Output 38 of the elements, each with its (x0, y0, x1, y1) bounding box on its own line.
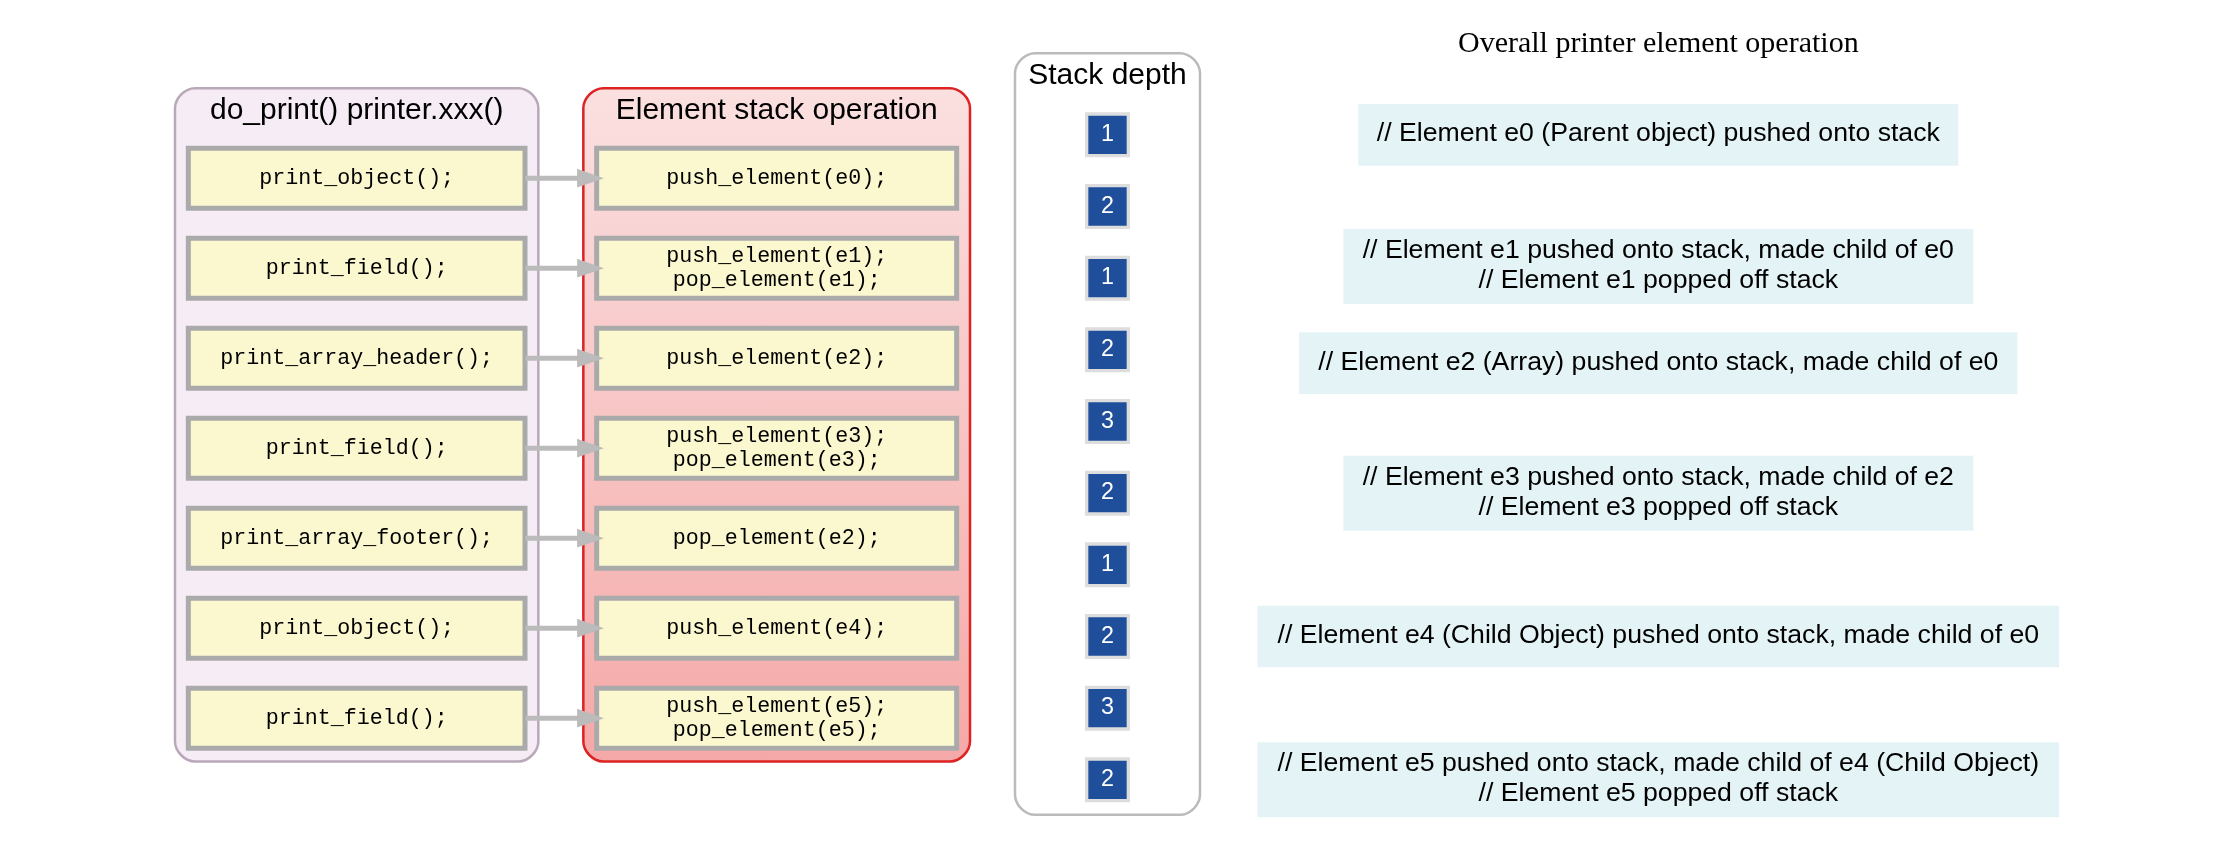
node-box: 3 (1085, 685, 1130, 731)
node-box: 1 (1085, 542, 1130, 588)
node-box: 2 (1085, 327, 1130, 373)
node-box: push_element(e1); pop_element(e1); (594, 235, 960, 301)
node-box: push_element(e3); pop_element(e3); (594, 415, 960, 481)
arrow (525, 348, 604, 368)
label: Overall printer element operation (1458, 25, 1859, 59)
node-box: push_element(e0); (594, 145, 960, 211)
arrow (525, 258, 604, 278)
node-box: 2 (1085, 470, 1130, 516)
node-box: // Element e5 pushed onto stack, made child of e4 (Child Object) // Element e5 popped off stack (1257, 742, 2060, 818)
node-box: print_field(); (185, 235, 528, 301)
node-box: print_object(); (185, 595, 528, 661)
node-box: 1 (1085, 255, 1130, 301)
node-box: print_array_footer(); (185, 505, 528, 571)
node-box: push_element(e2); (594, 325, 960, 391)
node-box: 2 (1085, 184, 1130, 229)
node-box: print_field(); (185, 415, 528, 481)
node-box: pop_element(e2); (594, 505, 960, 571)
node-box: // Element e4 (Child Object) pushed onto stack, made child of e0 (1257, 605, 2060, 668)
node-box: 3 (1085, 399, 1130, 444)
node-box: 2 (1085, 757, 1130, 803)
arrow (525, 618, 604, 638)
node-box: print_array_header(); (185, 325, 528, 391)
arrow (525, 528, 604, 548)
node-box: // Element e0 (Parent object) pushed onto stack (1358, 104, 1959, 166)
node-box: // Element e1 pushed onto stack, made child of e0 // Element e1 popped off stack (1343, 229, 1974, 304)
node-box: print_object(); (185, 145, 528, 211)
node-box: // Element e2 (Array) pushed onto stack, made child of e0 (1299, 332, 2018, 394)
arrow (525, 438, 604, 458)
node-box: push_element(e4); (594, 595, 960, 661)
node-box: 1 (1085, 112, 1130, 158)
arrow (525, 708, 604, 728)
node-box: push_element(e5); pop_element(e5); (594, 685, 960, 751)
node-box: // Element e3 pushed onto stack, made child of e2 // Element e3 popped off stack (1343, 455, 1974, 531)
node-box: print_field(); (185, 685, 528, 751)
node-box: 2 (1085, 614, 1130, 659)
arrow (525, 168, 604, 188)
